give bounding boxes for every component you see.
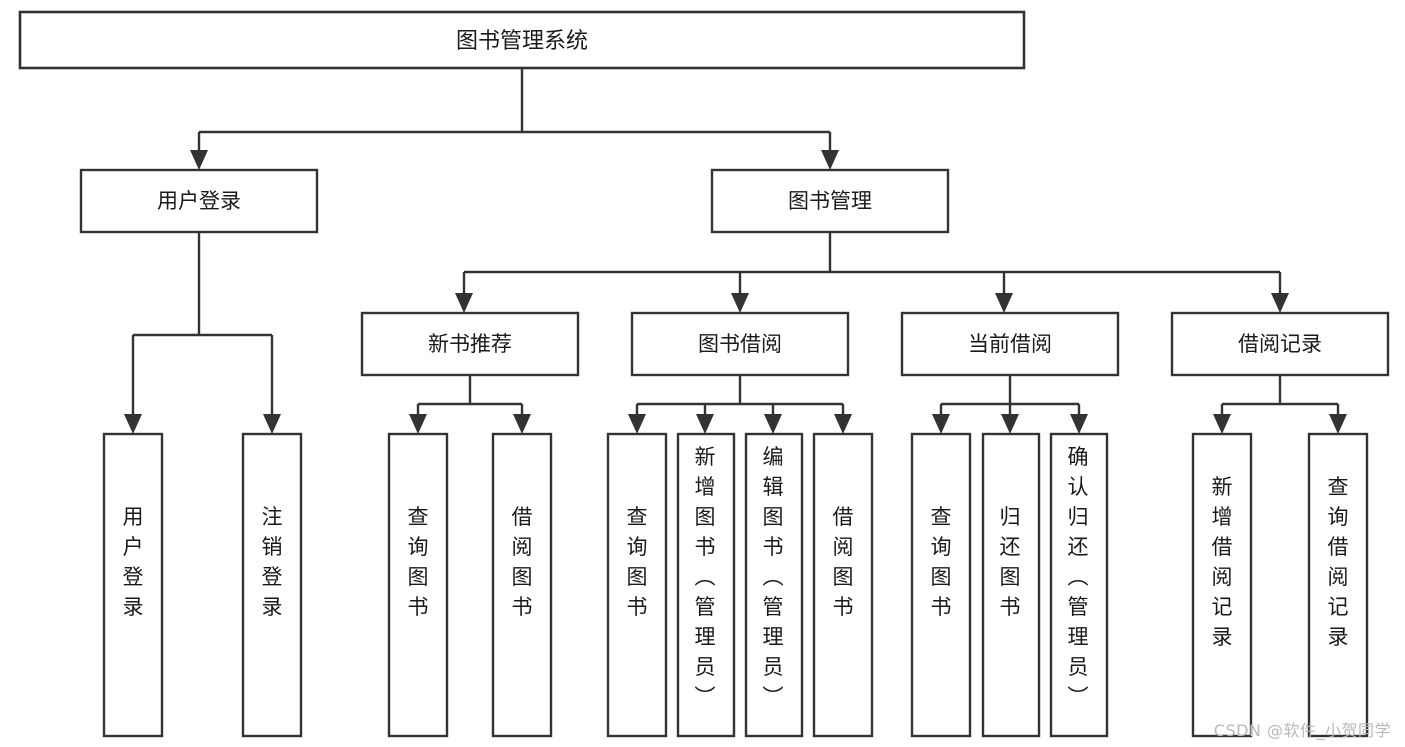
arrow-head-leaf-current-borrow-1 [1001,414,1019,434]
leaf-node-user-login-1[interactable]: 注销登录 [241,432,303,738]
leaf-box[interactable] [241,432,303,738]
node-user-login-box[interactable] [79,168,319,234]
leaf-label-borrow-record-1: 查询借阅记录 [1328,475,1349,649]
arrow-head-leaf-borrow-record-1 [1329,414,1347,434]
leaf-label-current-borrow-2: 确认归还︵管理员︶ [1068,445,1089,709]
leaf-node-new-book-1[interactable]: 借阅图书 [491,432,553,738]
leaf-node-user-login-0[interactable]: 用户登录 [102,432,164,738]
leaf-node-borrow-record-0[interactable]: 新增借阅记录 [1191,432,1253,738]
arrow-head-leaf-current-borrow-0 [932,414,950,434]
node-book-borrow-box[interactable] [630,311,850,377]
node-root-box[interactable] [18,10,1026,70]
leaf-label-book-borrow-0: 查询图书 [627,505,648,619]
leaf-box[interactable] [676,432,736,738]
leaf-box[interactable] [910,432,972,738]
leaf-box[interactable] [606,432,668,738]
leaf-box[interactable] [1307,432,1369,738]
node-borrow-record-label: 借阅记录 [1238,332,1322,356]
arrow-head-user-login [190,150,208,170]
arrow-head-book-mgmt [821,150,839,170]
arrow-head-leaf-new-book-0 [409,414,427,434]
leaf-box[interactable] [387,432,449,738]
leaf-node-new-book-0[interactable]: 查询图书 [387,432,449,738]
csdn-watermark: CSDN @软件_小贺同学 [1213,721,1391,740]
leaf-node-current-borrow-0[interactable]: 查询图书 [910,432,972,738]
node-current-borrow[interactable]: 当前借阅 [900,311,1120,377]
connector-group-current-borrow [932,375,1088,434]
leaf-node-current-borrow-1[interactable]: 归还图书 [981,432,1041,738]
leaf-label-book-borrow-3: 借阅图书 [833,505,854,619]
leaf-box[interactable] [744,432,804,738]
leaf-box[interactable] [1191,432,1253,738]
leaf-box[interactable] [491,432,553,738]
node-borrow-record[interactable]: 借阅记录 [1170,311,1390,377]
node-current-borrow-box[interactable] [900,311,1120,377]
leaf-node-book-borrow-3[interactable]: 借阅图书 [812,432,874,738]
arrow-head-leaf-new-book-1 [513,414,531,434]
node-book-management-box[interactable] [710,168,950,234]
leaf-box[interactable] [102,432,164,738]
leaf-node-current-borrow-2[interactable]: 确认归还︵管理员︶ [1049,432,1109,738]
leaf-box[interactable] [981,432,1041,738]
arrow-head-borrow-record [1271,293,1289,313]
leaf-label-new-book-1: 借阅图书 [512,505,533,619]
arrow-head-leaf-borrow-record-0 [1213,414,1231,434]
node-new-book-recommend[interactable]: 新书推荐 [360,311,580,377]
connector-group-root [190,68,839,170]
leaf-label-current-borrow-0: 查询图书 [931,505,952,619]
leaf-label-user-login-1: 注销登录 [262,505,283,619]
node-book-borrow-label: 图书借阅 [698,332,782,356]
arrow-head-leaf-book-borrow-2 [764,414,782,434]
node-current-borrow-label: 当前借阅 [968,332,1052,356]
leaf-node-borrow-record-1[interactable]: 查询借阅记录 [1307,432,1369,738]
arrow-head-book-borrow [731,293,749,313]
connector-group-book-borrow [628,375,852,434]
leaf-node-book-borrow-1[interactable]: 新增图书︵管理员︶ [676,432,736,738]
arrow-head-leaf-current-borrow-2 [1070,414,1088,434]
arrow-head-leaf-user-login-1 [263,414,281,434]
node-borrow-record-box[interactable] [1170,311,1390,377]
arrow-head-current-borrow [995,293,1013,313]
leaf-label-book-borrow-1: 新增图书︵管理员︶ [695,445,716,709]
arrow-head-leaf-book-borrow-3 [834,414,852,434]
node-root-label: 图书管理系统 [456,29,588,54]
leaf-label-user-login-0: 用户登录 [123,505,144,619]
node-new-book-recommend-box[interactable] [360,311,580,377]
leaf-box[interactable] [812,432,874,738]
node-user-login-label: 用户登录 [157,189,241,213]
node-new-book-recommend-label: 新书推荐 [428,332,512,356]
node-book-borrow[interactable]: 图书借阅 [630,311,850,377]
node-book-management-label: 图书管理 [788,189,872,213]
arrow-head-new-book [455,293,473,313]
leaf-label-borrow-record-0: 新增借阅记录 [1212,475,1233,649]
leaf-node-book-borrow-2[interactable]: 编辑图书︵管理员︶ [744,432,804,738]
leaf-label-new-book-0: 查询图书 [408,505,429,619]
leaf-label-current-borrow-1: 归还图书 [1000,505,1021,619]
connector-group-user-login [124,232,281,434]
node-book-management[interactable]: 图书管理 [710,168,950,234]
node-root[interactable]: 图书管理系统 [18,10,1026,70]
connector-group-borrow-record [1213,375,1347,434]
leaf-node-book-borrow-0[interactable]: 查询图书 [606,432,668,738]
leaf-label-book-borrow-2: 编辑图书︵管理员︶ [763,445,784,709]
connector-group-book-mgmt [455,232,1289,313]
node-user-login[interactable]: 用户登录 [79,168,319,234]
arrow-head-leaf-user-login-0 [124,414,142,434]
arrow-head-leaf-book-borrow-1 [696,414,714,434]
connector-group-new-book [409,375,531,434]
arrow-head-leaf-book-borrow-0 [628,414,646,434]
leaf-box[interactable] [1049,432,1109,738]
